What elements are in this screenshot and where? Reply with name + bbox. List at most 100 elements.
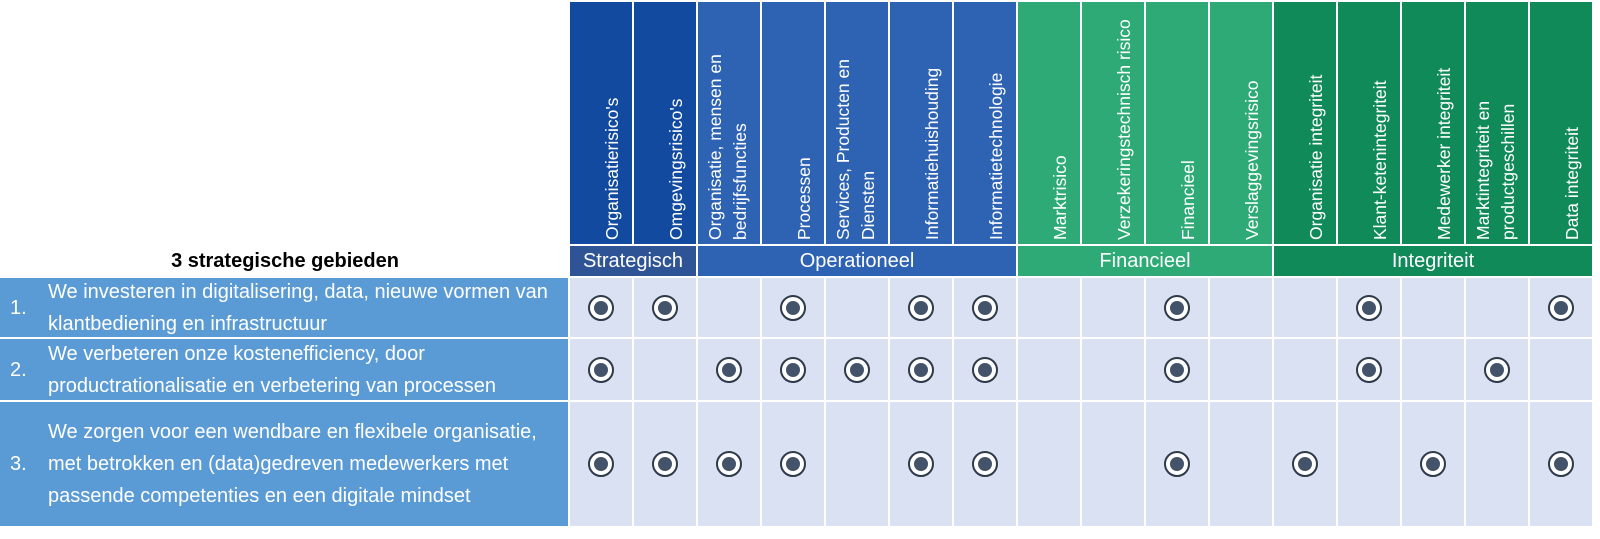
- column-header-medewerker-integriteit: Medewerker integriteit: [1402, 2, 1466, 244]
- column-header-label: Verzekeringstechnisch risico: [1114, 19, 1134, 240]
- column-header-marktrisico: Marktrisico: [1018, 2, 1082, 244]
- matrix-cell: [762, 339, 826, 402]
- column-header-label: Data integriteit: [1562, 127, 1582, 240]
- applicability-dot-icon: [588, 294, 614, 321]
- matrix-cell: [1466, 339, 1530, 402]
- column-header-label: Informatiehuishouding: [922, 67, 942, 240]
- applicability-dot-icon: [652, 451, 678, 477]
- column-header-klant-ketenintegriteit: Klant-ketenintegriteit: [1338, 2, 1402, 244]
- matrix-cell: [826, 339, 890, 402]
- matrix-cell: [1210, 339, 1274, 402]
- matrix-cell: [1338, 402, 1402, 528]
- applicability-dot-icon: [908, 451, 934, 477]
- matrix-cell: [570, 339, 634, 402]
- group-header-strategisch: Strategisch: [570, 246, 698, 276]
- matrix-cell: [1338, 339, 1402, 402]
- applicability-dot-icon: [1164, 356, 1190, 383]
- column-header-label: Verslaggevingsrisico: [1242, 80, 1262, 240]
- applicability-dot-icon: [588, 356, 614, 383]
- column-header-organisatie-mensen-en-bedrijfsfuncties: Organisatie, mensen en bedrijfsfuncties: [698, 2, 762, 244]
- matrix-cell: [1338, 278, 1402, 339]
- applicability-dot-icon: [1164, 451, 1190, 477]
- applicability-dot-icon: [652, 294, 678, 321]
- matrix-cell: [1530, 339, 1594, 402]
- column-header-verslaggevingsrisico: Verslaggevingsrisico: [1210, 2, 1274, 244]
- matrix-cell: [1402, 402, 1466, 528]
- column-header-organisatie-integriteit: Organisatie integriteit: [1274, 2, 1338, 244]
- column-header-marktintegriteit-en-productgeschillen: Marktintegriteit en productgeschillen: [1466, 2, 1530, 244]
- matrix-cell: [890, 339, 954, 402]
- column-header-financieel: Financieel: [1146, 2, 1210, 244]
- matrix-cell: [698, 278, 762, 339]
- applicability-dot-icon: [1356, 356, 1382, 383]
- matrix-cell: [1402, 278, 1466, 339]
- column-header-processen: Processen: [762, 2, 826, 244]
- column-header-services-producten-en-diensten: Services, Producten en Diensten: [826, 2, 890, 244]
- matrix-cell: [634, 339, 698, 402]
- applicability-dot-icon: [716, 451, 742, 477]
- matrix-cell: [1018, 402, 1082, 528]
- applicability-dot-icon: [1420, 451, 1446, 477]
- matrix-cell: [1082, 402, 1146, 528]
- column-header-label: Klant-ketenintegriteit: [1370, 80, 1390, 240]
- column-header-label: Marktrisico: [1050, 155, 1070, 240]
- applicability-dot-icon: [972, 451, 998, 477]
- matrix-cell: [1018, 278, 1082, 339]
- strategic-area-row-1: 1. We investeren in digitalisering, data,…: [0, 278, 568, 337]
- column-header-informatiehuishouding: Informatiehuishouding: [890, 2, 954, 244]
- column-header-label: Omgevingsrisico's: [666, 98, 686, 240]
- applicability-dot-icon: [780, 451, 806, 477]
- row-text: We verbeteren onze kostenefficiency, doo…: [48, 342, 497, 397]
- strategic-area-row-2: 2. We verbeteren onze kostenefficiency, d…: [0, 339, 568, 400]
- applicability-dot-icon: [1356, 294, 1382, 321]
- column-header-label: Medewerker integriteit: [1434, 67, 1454, 240]
- column-header-organisatierisico-s: Organisatierisico's: [570, 2, 634, 244]
- matrix-cell: [1530, 402, 1594, 528]
- applicability-dot-icon: [716, 356, 742, 383]
- applicability-dot-icon: [908, 294, 934, 321]
- applicability-dot-icon: [1548, 451, 1574, 477]
- group-header-operationeel: Operationeel: [698, 246, 1018, 276]
- group-header-financieel: Financieel: [1018, 246, 1274, 276]
- column-header-label: Processen: [794, 157, 814, 240]
- matrix-cell: [1466, 402, 1530, 528]
- matrix-cell: [634, 402, 698, 528]
- matrix-cell: [826, 402, 890, 528]
- matrix-cell: [698, 402, 762, 528]
- matrix-cell: [1018, 339, 1082, 402]
- column-header-label: Organisatie, mensen en bedrijfsfuncties: [705, 54, 750, 240]
- matrix-cell: [954, 339, 1018, 402]
- applicability-dot-icon: [1548, 294, 1574, 321]
- column-header-informatietechnologie: Informatietechnologie: [954, 2, 1018, 244]
- matrix-cell: [698, 339, 762, 402]
- column-header-omgevingsrisico-s: Omgevingsrisico's: [634, 2, 698, 244]
- column-header-data-integriteit: Data integriteit: [1530, 2, 1594, 244]
- column-header-label: Services, Producten en Diensten: [833, 59, 878, 240]
- column-header-verzekeringstechnisch-risico: Verzekeringstechnisch risico: [1082, 2, 1146, 244]
- matrix-cell: [890, 278, 954, 339]
- column-header-label: Organisatierisico's: [602, 97, 622, 240]
- matrix-cell: [954, 402, 1018, 528]
- matrix-cell: [1466, 278, 1530, 339]
- row-number: 1.: [10, 296, 27, 319]
- matrix-cell: [1274, 278, 1338, 339]
- matrix-cell: [1146, 339, 1210, 402]
- row-text: We zorgen voor een wendbare en flexibele…: [48, 421, 537, 507]
- matrix-cell: [1402, 339, 1466, 402]
- row-number: 3.: [10, 453, 27, 475]
- matrix-cell: [1082, 278, 1146, 339]
- applicability-dot-icon: [780, 294, 806, 321]
- column-header-label: Informatietechnologie: [986, 72, 1006, 240]
- applicability-dot-icon: [844, 356, 870, 383]
- row-number: 2.: [10, 358, 27, 381]
- matrix-cell: [1146, 402, 1210, 528]
- matrix-cell: [890, 402, 954, 528]
- applicability-dot-icon: [588, 451, 614, 477]
- matrix-cell: [1210, 402, 1274, 528]
- row-text: We investeren in digitalisering, data, n…: [48, 280, 548, 335]
- applicability-dot-icon: [1484, 356, 1510, 383]
- matrix-cell: [826, 278, 890, 339]
- applicability-dot-icon: [1292, 451, 1318, 477]
- applicability-dot-icon: [780, 356, 806, 383]
